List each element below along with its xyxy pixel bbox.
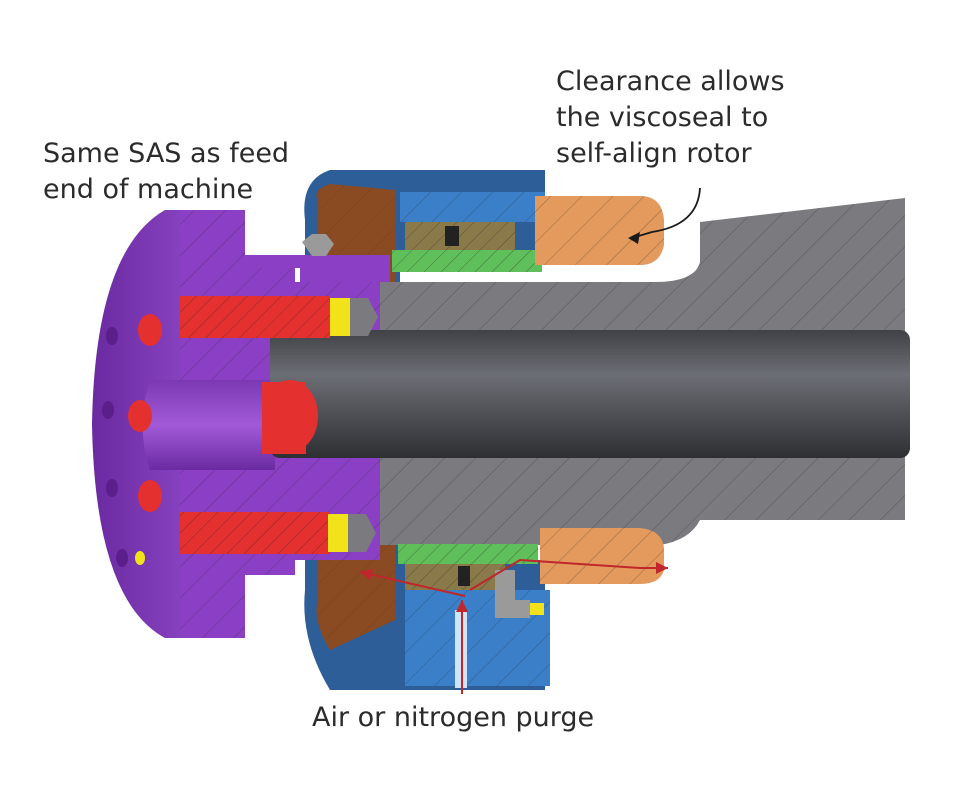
callout-clearance: Clearance allows the viscoseal to self-a… <box>556 64 785 172</box>
same-sas-line2: end of machine <box>43 174 254 205</box>
seal-cartridge <box>405 222 544 618</box>
inner-rod <box>262 330 910 458</box>
bolt-head <box>128 400 152 432</box>
green-bushing <box>392 250 542 564</box>
yellow-plug <box>530 603 544 615</box>
adapter-hub <box>142 380 275 470</box>
clearance-line1: Clearance allows <box>556 66 785 97</box>
yellow-plug <box>135 551 145 565</box>
yellow-tip <box>328 514 348 552</box>
flange-hole <box>106 327 118 345</box>
flange-hole <box>116 549 128 567</box>
same-sas-line1: Same SAS as feed <box>43 138 290 169</box>
red-bolts <box>128 296 378 554</box>
clearance-line3: self-align rotor <box>556 138 752 169</box>
clearance-line2: the viscoseal to <box>556 102 769 133</box>
viscoseal <box>535 196 664 584</box>
bolt-head <box>138 480 162 512</box>
flange-hole <box>106 479 118 497</box>
yellow-tip <box>330 298 350 336</box>
flange-hole <box>102 401 114 419</box>
callout-purge: Air or nitrogen purge <box>312 700 594 736</box>
bolt-head <box>138 314 162 346</box>
purge-label: Air or nitrogen purge <box>312 702 595 733</box>
purge-flow-arrows <box>359 558 668 694</box>
clearance-leader-line <box>631 187 701 239</box>
hex-nut <box>302 234 334 256</box>
callout-same-sas: Same SAS as feed end of machine <box>43 136 289 208</box>
